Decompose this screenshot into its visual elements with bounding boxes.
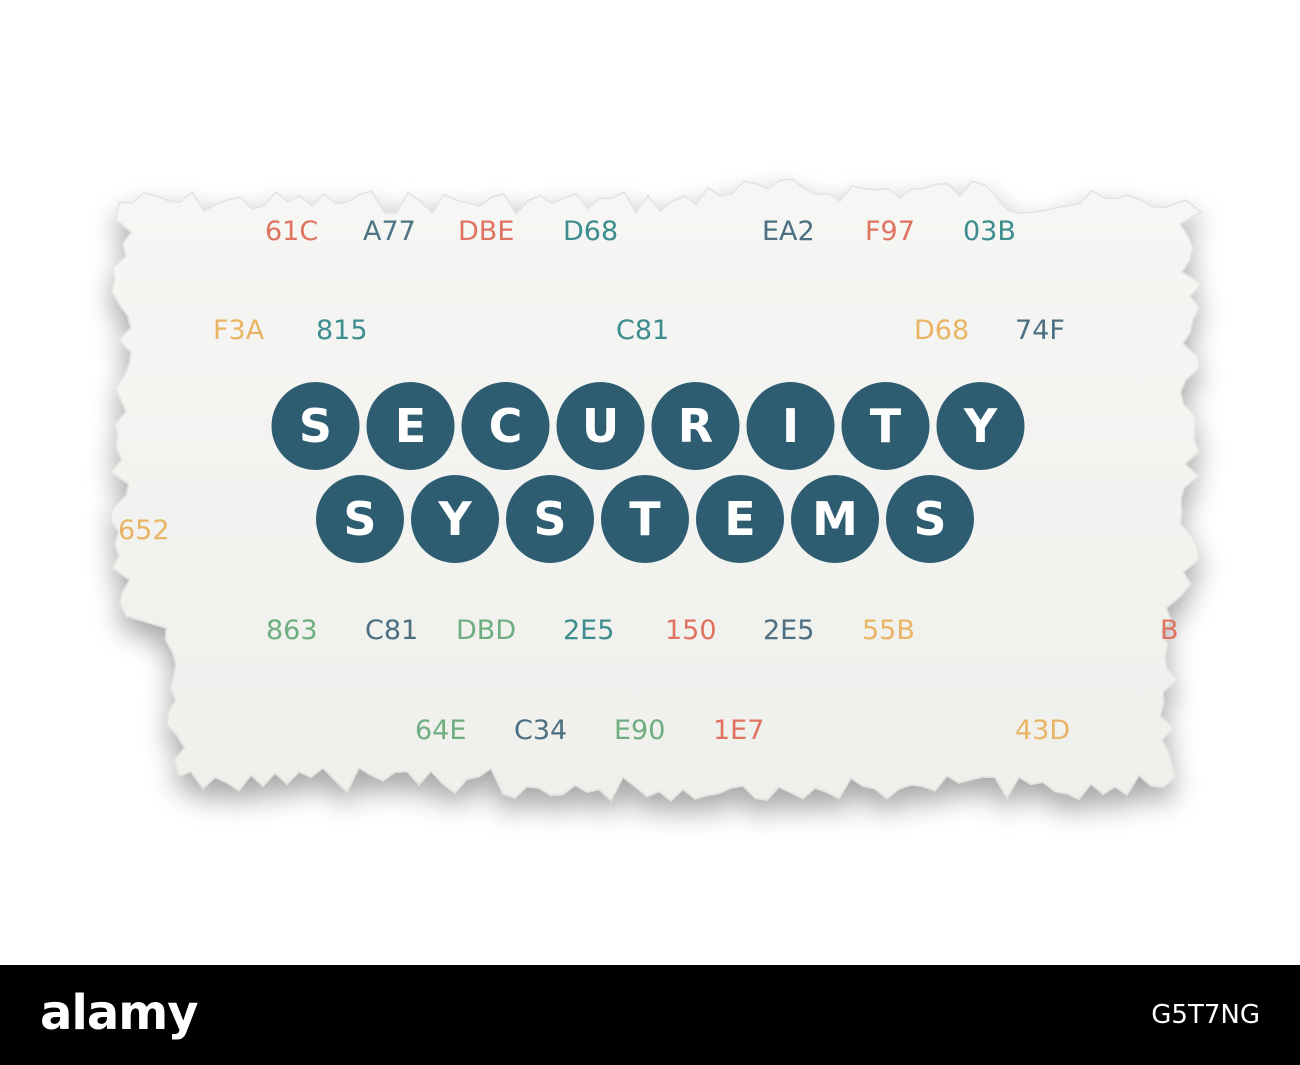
- hex-code: 815: [316, 315, 368, 346]
- letter-circle: [506, 475, 594, 563]
- headline-letter: S: [299, 399, 332, 453]
- hex-code: B: [1160, 615, 1179, 646]
- headline-letter: Y: [963, 399, 998, 453]
- letter-circle: [651, 382, 740, 470]
- hex-code: 03B: [963, 216, 1016, 247]
- hex-code: 64E: [415, 715, 466, 746]
- alamy-logo: alamy: [40, 985, 199, 1041]
- headline-letter: S: [913, 492, 946, 546]
- headline-letter: E: [395, 399, 426, 453]
- hex-code: C34: [514, 715, 567, 746]
- letter-circle: [556, 382, 645, 470]
- headline-letter: E: [724, 492, 755, 546]
- letter-circle: [461, 382, 550, 470]
- hex-code: 61C: [265, 216, 318, 247]
- hex-code: DBD: [456, 615, 516, 646]
- hex-code: 74F: [1015, 315, 1065, 346]
- letter-circle: [366, 382, 455, 470]
- headline-letter: M: [812, 492, 858, 546]
- hex-code: 1E7: [713, 715, 764, 746]
- letter-circle: [791, 475, 879, 563]
- hex-code: F3A: [213, 315, 265, 346]
- letter-circle: [746, 382, 835, 470]
- headline-letter: U: [582, 399, 619, 453]
- hex-code: 2E5: [563, 615, 614, 646]
- headline-letter: R: [678, 399, 713, 453]
- hex-code: 43D: [1015, 715, 1070, 746]
- headline-letter: S: [343, 492, 376, 546]
- letter-circle: [841, 382, 930, 470]
- letter-circle: [271, 382, 360, 470]
- hex-code: F97: [865, 216, 915, 247]
- hex-code: 863: [266, 615, 318, 646]
- image-id: G5T7NG: [1151, 1000, 1260, 1030]
- letter-circle: [316, 475, 404, 563]
- headline-letter: T: [870, 399, 902, 453]
- hex-code: A77: [363, 216, 416, 247]
- headline-letter: S: [533, 492, 566, 546]
- hex-code: E90: [614, 715, 665, 746]
- hex-code: C81: [365, 615, 418, 646]
- headline-letter: Y: [437, 492, 472, 546]
- letter-circle: [411, 475, 499, 563]
- headline-letter: T: [629, 492, 661, 546]
- headline-letter: I: [782, 399, 799, 453]
- headline-letter: C: [489, 399, 523, 453]
- hex-code: 150: [665, 615, 717, 646]
- hex-code: 652: [118, 515, 170, 546]
- letter-circle: [886, 475, 974, 563]
- letter-circle: [696, 475, 784, 563]
- hex-code: EA2: [762, 216, 815, 247]
- hex-code: D68: [563, 216, 618, 247]
- letter-circle: [601, 475, 689, 563]
- hex-code: 2E5: [763, 615, 814, 646]
- hex-code: D68: [914, 315, 969, 346]
- hex-code: DBE: [458, 216, 514, 247]
- hex-code: 55B: [862, 615, 915, 646]
- hex-code: C81: [616, 315, 669, 346]
- watermark-footer: alamy G5T7NG: [0, 965, 1300, 1065]
- letter-circle: [936, 382, 1025, 470]
